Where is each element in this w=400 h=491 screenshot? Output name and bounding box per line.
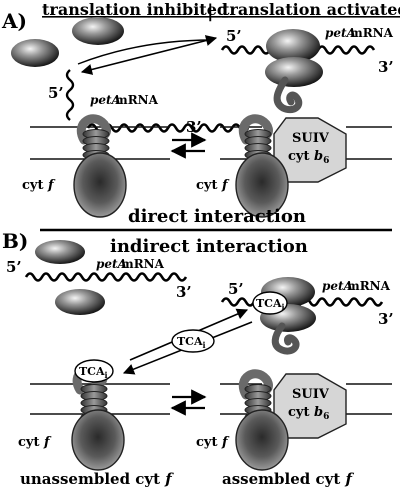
three-prime-label: 3’ [186, 118, 202, 136]
ribosome-subunit [72, 17, 124, 45]
five-prime-label: 5’ [6, 258, 22, 276]
tca-label: TCAi [177, 335, 206, 350]
panel-a: A) translation inhibited | translation a… [1, 0, 400, 227]
mrna-word-label: mRNA [115, 93, 159, 107]
panel-b-label: B) [2, 229, 28, 253]
nascent-peptide [273, 76, 303, 114]
suiv-label: SUIV [292, 387, 330, 402]
direct-interaction-caption: direct interaction [128, 206, 306, 227]
tca-label: TCAi [79, 365, 108, 380]
cytf-label: cyt f [196, 178, 230, 193]
ribosome-subunit [55, 289, 105, 315]
three-prime-label: 3’ [378, 310, 394, 328]
cytf-label: cyt f [196, 435, 230, 450]
equilibrium-arrow-curve [77, 39, 213, 65]
ribosome-small-subunit [265, 57, 323, 87]
five-prime-label: 5’ [48, 84, 64, 102]
mrna-word-label: mRNA [121, 257, 165, 271]
equilibrium-arrow-top [80, 35, 218, 75]
nascent-peptide [271, 322, 300, 355]
mrna-gene-label: petA [90, 93, 121, 107]
tca-factor-free [171, 329, 215, 353]
mrna-5prime-tail [65, 69, 75, 121]
assembled-cytf-caption: assembled cyt f [222, 470, 354, 488]
indirect-interaction-title: indirect interaction [110, 236, 308, 257]
suiv-cytb6-complex [273, 373, 347, 439]
tca-label: TCAi [256, 297, 285, 312]
unassembled-cytf-caption: unassembled cyt f [20, 470, 174, 488]
ribosome-subunit [35, 240, 85, 264]
panel-b: B) indirect interaction 5’ petA mRNA 3’ … [2, 229, 394, 488]
cytf-label: cyt f [22, 178, 56, 193]
mrna-word-label: mRNA [350, 26, 394, 40]
mrna-gene-label: petA [325, 26, 356, 40]
header-divider: | [207, 1, 214, 22]
cytb6-label: cyt b6 [288, 149, 329, 166]
suiv-cytb6-complex [273, 117, 347, 183]
ribosome-subunit [11, 39, 59, 67]
tca-factor-bound [252, 291, 288, 315]
three-prime-label: 3’ [176, 283, 192, 301]
cytf-domain [235, 409, 289, 471]
mrna-strand-left [86, 123, 250, 133]
cytf-domain [71, 409, 125, 471]
ribosome-large-subunit [266, 29, 320, 63]
cytb6-label: cyt b6 [288, 405, 329, 422]
cytf-domain [235, 152, 289, 218]
five-prime-label: 5’ [228, 280, 244, 298]
tca-factor-bound [74, 359, 114, 383]
cytf-label: cyt f [18, 435, 52, 450]
header-translation-activated: translation activated [222, 0, 400, 19]
header-translation-inhibited: translation inhibited [42, 0, 228, 19]
panel-a-label: A) [1, 9, 27, 33]
mrna-word-label: mRNA [347, 279, 391, 293]
mrna-strand-free [24, 272, 188, 282]
mrna-gene-label: petA [96, 257, 127, 271]
five-prime-label: 5’ [226, 27, 242, 45]
suiv-label: SUIV [292, 131, 330, 146]
three-prime-label: 3’ [378, 58, 394, 76]
cytf-domain [73, 152, 127, 218]
mrna-gene-label: petA [322, 279, 353, 293]
